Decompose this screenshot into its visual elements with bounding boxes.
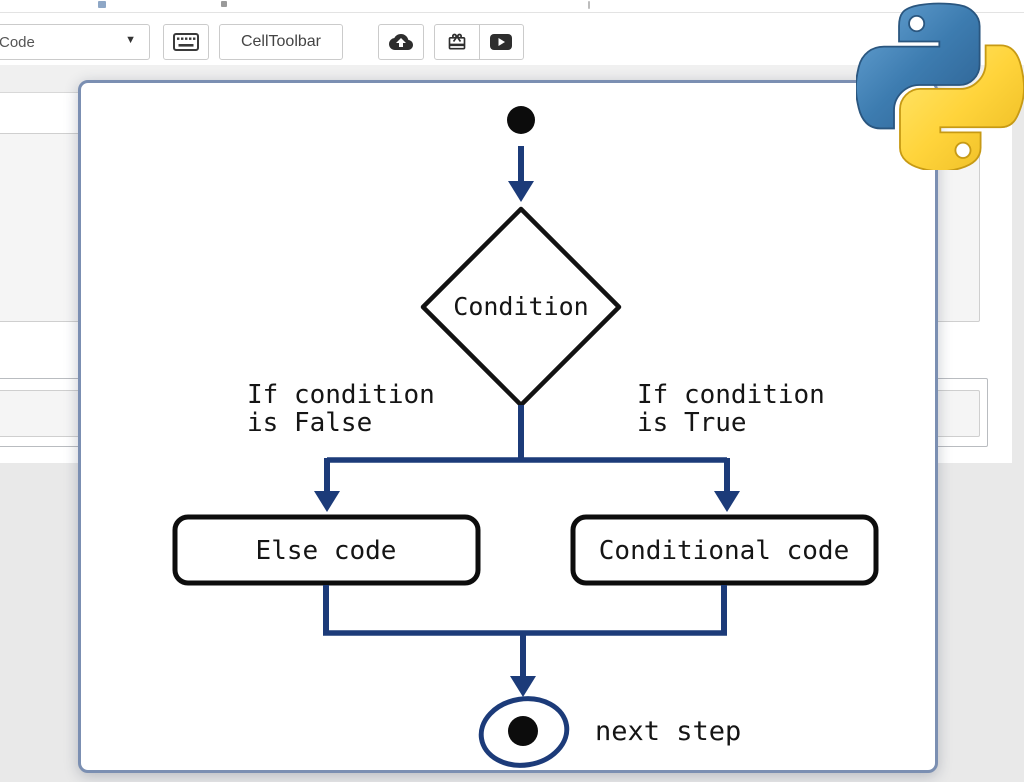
- else-code-box: [172, 514, 481, 586]
- extra-buttons-group: [434, 24, 524, 60]
- cell-type-select[interactable]: Code ▼: [0, 24, 150, 60]
- chevron-down-icon: ▼: [125, 34, 136, 46]
- gift-icon: [448, 33, 466, 50]
- notebook-toolbar: Code ▼ CellToolbar: [0, 13, 1024, 65]
- python-logo-eye: [910, 17, 924, 30]
- svg-text:If condition: If condition: [247, 380, 435, 410]
- decision-label: Condition: [453, 292, 588, 321]
- cloud-upload-icon: [389, 33, 413, 50]
- else-code-label: Else code: [256, 536, 397, 566]
- python-logo-eye: [956, 143, 970, 157]
- if-else-flowchart: Condition If condition is False If condi…: [172, 106, 879, 768]
- upload-button[interactable]: [378, 24, 424, 60]
- branch-connector: [314, 405, 740, 512]
- svg-text:If condition: If condition: [637, 380, 825, 410]
- false-branch-label: If condition is False: [247, 380, 435, 438]
- menubar-remnant-strip: [0, 0, 1024, 13]
- celltoolbar-button[interactable]: CellToolbar: [219, 24, 343, 60]
- arrowhead-to-else: [314, 491, 340, 512]
- video-button[interactable]: [478, 25, 524, 59]
- arrowhead-to-end: [510, 676, 536, 697]
- merge-connector: [323, 585, 727, 697]
- next-step-label: next step: [595, 716, 741, 747]
- menubar-icon-fragment: [221, 1, 227, 7]
- menubar-separator-fragment: [588, 1, 590, 9]
- svg-text:is False: is False: [247, 408, 372, 438]
- arrowhead-to-conditional: [714, 491, 740, 512]
- end-node-dot: [508, 716, 538, 746]
- gift-button[interactable]: [435, 25, 479, 59]
- menubar-icon-fragment: [98, 1, 106, 8]
- svg-text:is True: is True: [637, 408, 747, 438]
- true-branch-label: If condition is True: [637, 380, 825, 438]
- conditional-code-box: [570, 514, 879, 586]
- play-video-icon: [490, 34, 513, 50]
- conditional-code-label: Conditional code: [599, 536, 849, 566]
- cell-type-value: Code: [0, 33, 35, 51]
- arrow-start-to-decision: [508, 146, 534, 202]
- celltoolbar-label: CellToolbar: [240, 33, 322, 50]
- command-palette-button[interactable]: [163, 24, 209, 60]
- python-logo-icon: [856, 2, 1024, 170]
- flowchart-image-panel: Condition If condition is False If condi…: [78, 80, 938, 773]
- start-node: [507, 106, 535, 134]
- keyboard-icon: [173, 33, 199, 51]
